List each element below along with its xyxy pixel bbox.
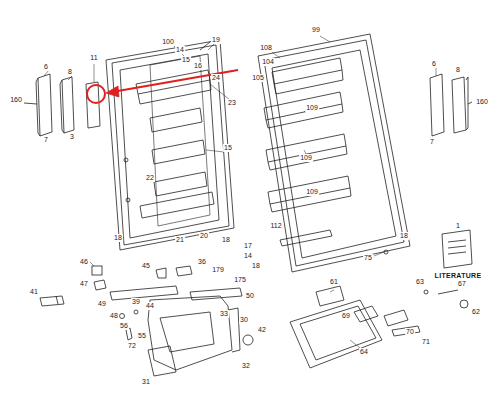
leader-lines [44,36,436,348]
right-handles [430,74,472,136]
callout-number: 3 [69,133,75,141]
callout-number: 109 [305,188,319,196]
callout-number: 7 [429,138,435,146]
literature-booklet [442,230,472,268]
callout-number: 175 [233,276,247,284]
callout-number: 109 [299,154,313,162]
callout-number: 99 [311,26,321,34]
callout-number: 70 [405,328,415,336]
callout-number: 18 [113,234,123,242]
callout-number: 36 [197,258,207,266]
callout-number: 6 [431,60,437,68]
callout-number: 179 [211,266,225,274]
callout-number: 72 [127,342,137,350]
callout-number: 11 [89,54,98,62]
callout-number: 67 [457,280,467,288]
callout-number: 56 [119,322,129,330]
callout-number: 100 [161,38,175,46]
callout-number: 32 [241,362,251,370]
callout-number: 64 [359,348,369,356]
callout-number: 46 [79,258,89,266]
right-door [258,34,410,272]
callout-number: 6 [43,63,49,71]
callout-number: 8 [67,68,73,76]
callout-number: 24 [211,74,221,82]
callout-number: 75 [363,254,373,262]
callout-number: 20 [199,232,209,240]
callout-number: 14 [175,46,185,54]
callout-number: 18 [251,262,261,270]
literature-label: LITERATURE [434,272,483,280]
callout-number: 112 [269,222,282,230]
callout-number: 19 [211,36,221,44]
callout-number: 15 [181,56,191,64]
callout-number: 109 [305,104,319,112]
callout-number: 18 [221,236,231,244]
callout-number: 21 [175,236,185,244]
callout-number: 71 [421,338,431,346]
callout-number: 14 [243,252,253,260]
callout-number: 16 [193,62,203,70]
left-door [106,40,234,250]
callout-number: 45 [141,262,151,270]
callout-number: 47 [79,280,89,288]
callout-number: 8 [455,66,461,74]
callout-number: 33 [219,310,229,318]
callout-number: 44 [145,302,155,310]
callout-number: 30 [239,316,249,324]
highlight-circle [87,85,105,103]
highlight-arrow [106,70,238,97]
dispenser-parts [40,266,468,376]
callout-number: 17 [243,242,253,250]
callout-number: 160 [475,98,489,106]
callout-number: 69 [341,312,351,320]
callout-number: 7 [43,136,49,144]
callout-number: 39 [131,298,141,306]
callout-number: 48 [109,312,119,320]
callout-number: 23 [227,99,237,107]
callout-number: 108 [259,44,273,52]
callout-number: 49 [97,300,107,308]
callout-number: 104 [261,58,275,66]
callout-number: 55 [137,332,147,340]
callout-number: 160 [9,96,23,104]
callout-number: 105 [251,74,265,82]
callout-number: 61 [329,278,339,286]
callout-number: 22 [145,174,155,182]
left-handles [24,74,100,136]
callout-number: 50 [245,292,255,300]
callout-number: 18 [399,232,409,240]
callout-number: 42 [257,326,267,334]
callout-number: 1 [455,222,461,230]
callout-number: 15 [223,144,233,152]
callout-number: 41 [29,288,39,296]
callout-number: 31 [141,378,151,386]
callout-number: 62 [471,308,481,316]
callout-number: 63 [415,278,425,286]
